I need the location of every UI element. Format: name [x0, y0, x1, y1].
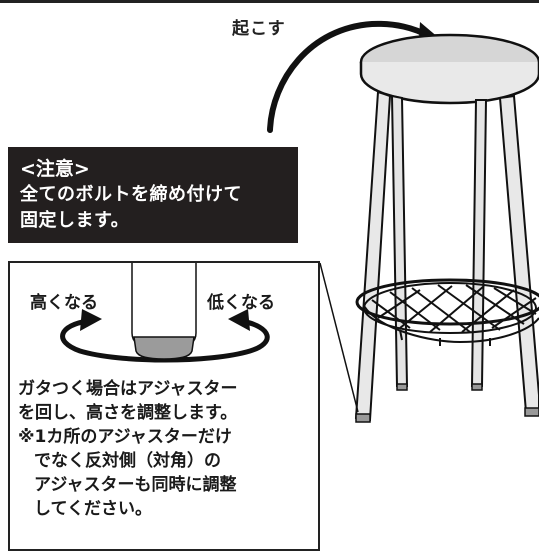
instruction-line: ガタつく場合はアジャスター [18, 379, 238, 399]
top-border [0, 0, 539, 3]
instruction-line: してください。 [34, 499, 152, 519]
adjuster-diagram [60, 263, 270, 363]
adjuster-foot [133, 336, 195, 360]
stool-leg-back-left [390, 94, 409, 387]
foot-ring-rim [363, 305, 539, 346]
lift-label: 起こす [232, 19, 286, 39]
foot-cap [396, 383, 408, 391]
caution-box: <注意> 全てのボルトを締め付けて 固定します。 [8, 147, 298, 243]
foot-ring-grid [371, 284, 537, 333]
lower-label: 低くなる [207, 293, 275, 313]
adjuster-note-box: 高くなる 低くなる ガタつく場合はアジャスター を回し、高さを調整します。 ※1… [8, 261, 320, 551]
caution-title: <注意> [20, 158, 90, 180]
rotation-arrow-head-right [228, 309, 250, 331]
leg-end [131, 263, 197, 348]
stool-illustration [267, 20, 539, 423]
adjuster-instructions: ガタつく場合はアジャスター を回し、高さを調整します。 ※1カ所のアジャスターだ… [18, 377, 318, 521]
instruction-line: アジャスターも同時に調整 [34, 475, 237, 495]
instruction-line: を回し、高さを調整します。 [18, 403, 238, 423]
stool-leg-back-right [470, 99, 488, 387]
rotation-arrow [60, 318, 270, 363]
foot-cap [524, 407, 539, 417]
instruction-line: でなく反対側（対角）の [34, 451, 221, 471]
stool-leg-front-left [354, 90, 392, 422]
higher-label: 高くなる [30, 293, 98, 313]
foot-cap [355, 413, 371, 423]
rotation-arrow-head-left [80, 309, 102, 331]
instruction-line: ※1カ所のアジャスターだけ [18, 427, 232, 447]
foot-ring [355, 278, 539, 326]
callout-line [319, 262, 359, 413]
foot-cap [471, 383, 483, 391]
caution-text: 固定します。 [20, 210, 130, 231]
caution-text: 全てのボルトを締め付けて [20, 184, 242, 205]
stool-seat-edge [359, 62, 539, 105]
lift-arrow [267, 20, 431, 133]
stool-leg-front-right [498, 94, 539, 414]
